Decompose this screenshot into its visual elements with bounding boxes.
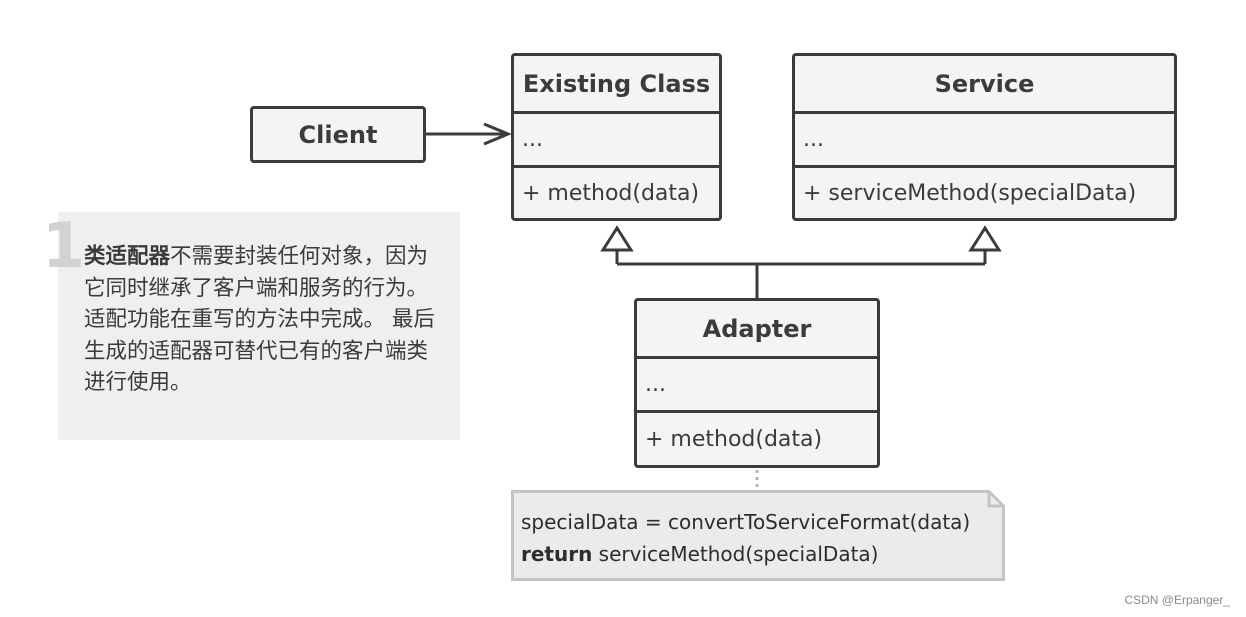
- explanation-body: 不需要封装任何对象，因为它同时继承了客户端和服务的行为。 适配功能在重写的方法中…: [84, 244, 435, 395]
- existing-inheritance-triangle: [600, 225, 634, 252]
- service-inheritance-triangle: [968, 225, 1002, 252]
- watermark: CSDN @Erpanger_: [1124, 593, 1230, 607]
- client-association-arrowhead: [483, 122, 512, 146]
- adapter-method: + method(data): [637, 410, 877, 465]
- code-line-2: return serviceMethod(specialData): [521, 538, 970, 570]
- code-note-shape: [511, 490, 1005, 581]
- adapter-name: Adapter: [702, 314, 812, 343]
- code-note-fold: [987, 491, 1004, 508]
- code-line-2-rest: serviceMethod(specialData): [592, 542, 879, 566]
- service-method: + serviceMethod(specialData): [795, 165, 1174, 218]
- existing-class-box: Existing Class ... + method(data): [511, 53, 722, 221]
- existing-class-attributes: ...: [514, 111, 719, 165]
- adapter-box: Adapter ... + method(data): [634, 298, 880, 468]
- client-label: Client: [298, 120, 378, 149]
- explanation-panel: [58, 212, 460, 440]
- explanation-number: 1: [42, 209, 86, 282]
- service-attributes: ...: [795, 111, 1174, 165]
- code-note: [511, 490, 1005, 581]
- existing-class-method: + method(data): [514, 165, 719, 218]
- code-return-keyword: return: [521, 542, 593, 566]
- service-name: Service: [934, 69, 1035, 98]
- code-line-1: specialData = convertToServiceFormat(dat…: [521, 510, 971, 534]
- client-box: Client: [250, 106, 426, 163]
- existing-class-name: Existing Class: [522, 69, 711, 98]
- explanation-bold-term: 类适配器: [84, 244, 171, 269]
- explanation-text: 类适配器不需要封装任何对象，因为它同时继承了客户端和服务的行为。 适配功能在重写…: [84, 241, 444, 399]
- code-note-text: specialData = convertToServiceFormat(dat…: [521, 506, 970, 570]
- adapter-attributes: ...: [637, 356, 877, 410]
- service-box: Service ... + serviceMethod(specialData): [792, 53, 1177, 221]
